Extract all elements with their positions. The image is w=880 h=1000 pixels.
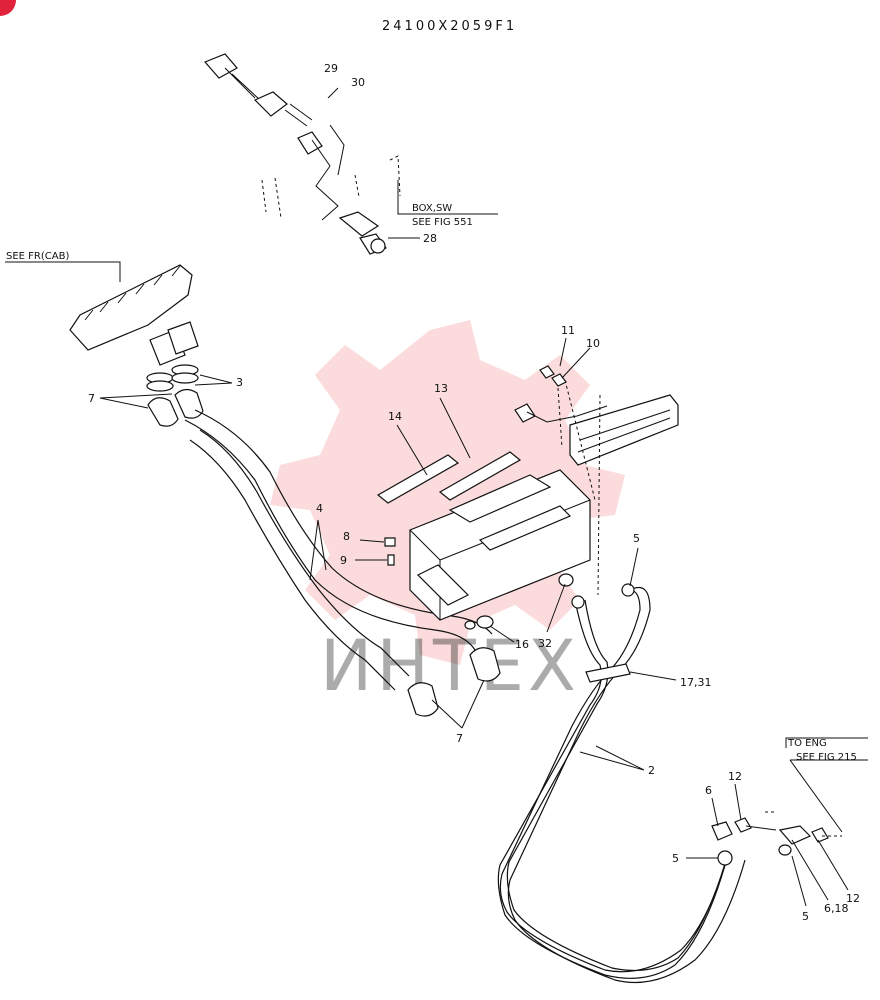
callout-5-right: 5 (802, 910, 809, 923)
callout-9: 9 (340, 554, 347, 567)
callout-6-18: 6,18 (824, 902, 849, 915)
callout-4: 4 (316, 502, 323, 515)
callout-17-31: 17,31 (680, 676, 712, 689)
water-hoses (497, 586, 746, 984)
callout-5-top: 5 (633, 532, 640, 545)
corner-marker (0, 0, 16, 16)
ref-see-fig-551: SEE FIG 551 (412, 217, 473, 228)
heater-bracket (514, 379, 679, 596)
callout-16: 16 (515, 638, 529, 651)
callout-14: 14 (388, 410, 402, 423)
callout-8: 8 (343, 530, 350, 543)
callout-12-right: 12 (846, 892, 860, 905)
switch-assembly (203, 53, 401, 255)
callout-11: 11 (561, 324, 575, 337)
callout-7-lower: 7 (456, 732, 463, 745)
callout-10: 10 (586, 337, 600, 350)
ref-see-fig-215: SEE FIG 215 (796, 752, 857, 763)
callout-28: 28 (423, 232, 437, 245)
watermark-text: ИНТЕХ (320, 625, 580, 707)
callout-32: 32 (538, 637, 552, 650)
callout-2: 2 (648, 764, 655, 777)
callout-3: 3 (236, 376, 243, 389)
ref-to-eng: TO ENG (787, 738, 827, 749)
heater-hoses (184, 409, 493, 691)
callout-13: 13 (434, 382, 448, 395)
callout-5-left: 5 (672, 852, 679, 865)
cab-duct (69, 264, 199, 366)
callout-6: 6 (705, 784, 712, 797)
callout-29: 29 (324, 62, 338, 75)
diagram-title: 24100X2059F1 (382, 19, 517, 34)
heater-unit (409, 469, 591, 621)
ref-box-sw: BOX,SW (412, 203, 452, 214)
ref-see-fr-cab: SEE FR(CAB) (6, 251, 69, 262)
filter-14 (376, 454, 460, 504)
callout-12-top: 12 (728, 770, 742, 783)
hose-clamps (146, 364, 199, 392)
callout-7-upper: 7 (88, 392, 95, 405)
callout-30: 30 (351, 76, 365, 89)
filter-13 (438, 451, 522, 501)
valves (711, 811, 842, 866)
